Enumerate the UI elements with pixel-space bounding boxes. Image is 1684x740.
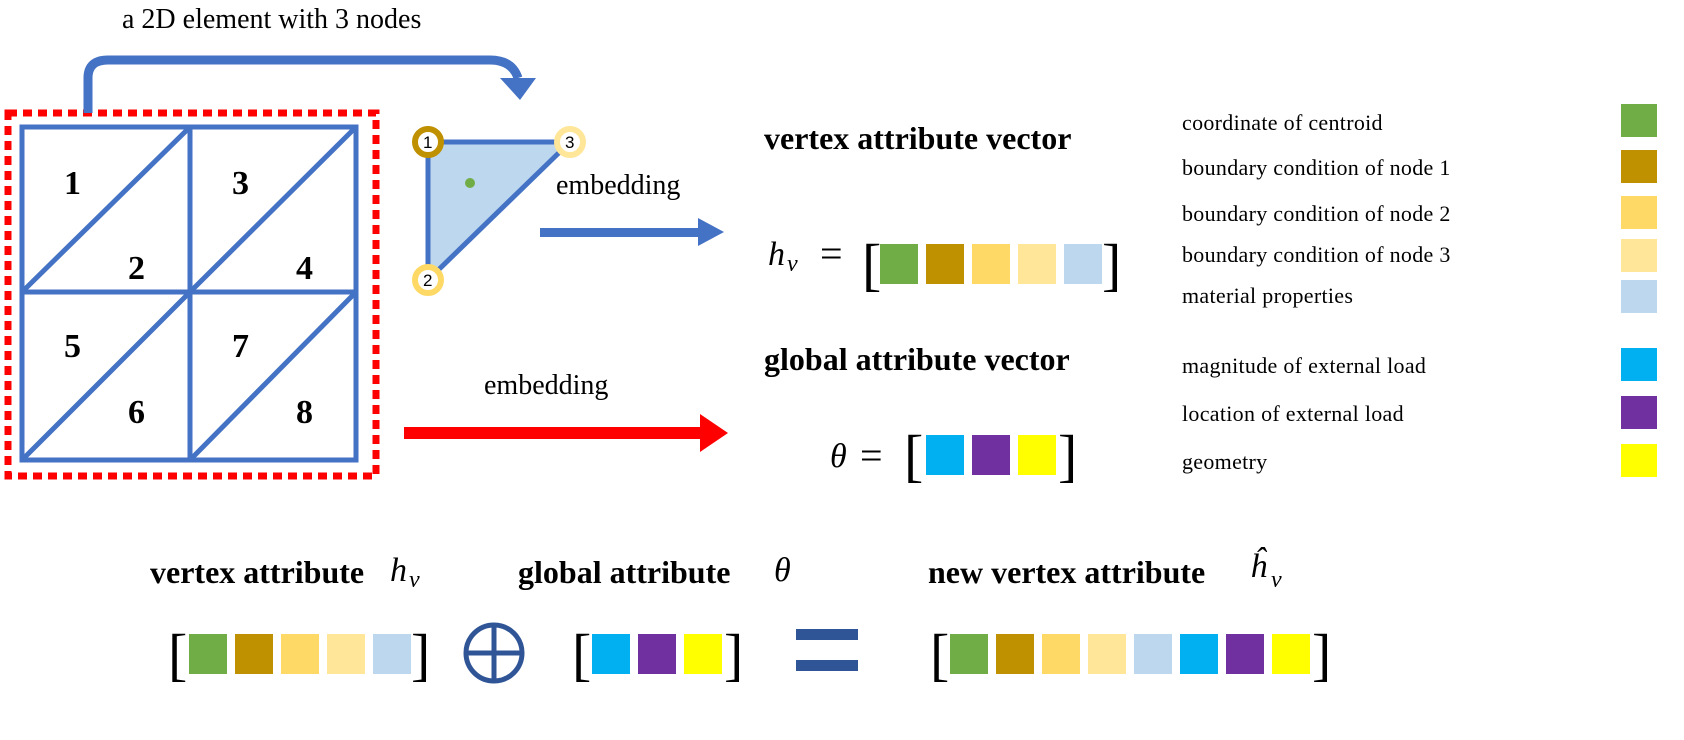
- legend-label-node3: boundary condition of node 3: [1182, 242, 1451, 267]
- bottom-global-swatch-1: [638, 634, 676, 674]
- vertex-heading: vertex attribute vector: [764, 120, 1072, 156]
- legend-swatch-load-location: [1621, 396, 1657, 429]
- global-open-bracket: [: [904, 423, 924, 488]
- bottom-vertex-close-bracket: ]: [411, 622, 431, 687]
- element-number-3: 3: [232, 165, 249, 202]
- bottom-vertex-swatch-0: [189, 634, 227, 674]
- bottom-new-swatch-6: [1226, 634, 1264, 674]
- bottom-new-open-bracket: [: [930, 622, 950, 687]
- bottom-new-subscript: v: [1271, 567, 1282, 593]
- global-swatch-0: [926, 435, 964, 475]
- vertex-swatch-0: [880, 244, 918, 284]
- bottom-vertex-open-bracket: [: [168, 622, 188, 687]
- curved-arrow: [83, 55, 523, 113]
- vertex-embedding-label: embedding: [556, 170, 681, 201]
- global-symbol: θ: [830, 438, 847, 475]
- node-2-label: 2: [423, 271, 433, 290]
- global-swatch-1: [972, 435, 1010, 475]
- vertex-equals: =: [820, 231, 843, 276]
- legend-label-load-magnitude: magnitude of external load: [1182, 353, 1427, 378]
- global-swatch-2: [1018, 435, 1056, 475]
- legend-label-node2: boundary condition of node 2: [1182, 201, 1451, 226]
- vertex-symbol: h: [768, 236, 785, 273]
- legend-swatch-centroid: [1621, 104, 1657, 137]
- bottom-global-text: global attribute: [518, 554, 731, 590]
- legend-label-centroid: coordinate of centroid: [1182, 110, 1383, 135]
- bottom-global-symbol: θ: [774, 552, 791, 589]
- global-equals: =: [860, 433, 883, 478]
- bottom-new-close-bracket: ]: [1312, 622, 1332, 687]
- legend-label-material: material properties: [1182, 283, 1354, 308]
- mesh-grid: [19, 124, 359, 463]
- element-number-8: 8: [296, 394, 313, 431]
- node-1-circle: [412, 126, 444, 158]
- node-3-circle: [554, 126, 586, 158]
- bottom-new-swatch-0: [950, 634, 988, 674]
- vertex-swatch-2: [972, 244, 1010, 284]
- legend-swatch-node2: [1621, 196, 1657, 229]
- bottom-global-close-bracket: ]: [724, 622, 744, 687]
- vertex-embedding-arrow: [540, 218, 724, 246]
- bottom-new-swatch-4: [1134, 634, 1172, 674]
- vertex-open-bracket: [: [862, 232, 882, 297]
- centroid-dot: [465, 178, 475, 188]
- global-close-bracket: ]: [1058, 423, 1078, 488]
- bottom-global-swatch-2: [684, 634, 722, 674]
- bottom-new-swatch-5: [1180, 634, 1218, 674]
- mesh-caption: a 2D element with 3 nodes: [122, 4, 422, 35]
- bottom-vertex-swatch-4: [373, 634, 411, 674]
- element-number-4: 4: [296, 250, 313, 287]
- global-embedding-arrow: [404, 414, 728, 452]
- bottom-vertex-swatch-1: [235, 634, 273, 674]
- vertex-swatch-4: [1064, 244, 1102, 284]
- global-heading: global attribute vector: [764, 341, 1070, 377]
- element-number-5: 5: [64, 328, 81, 365]
- vertex-subscript: v: [787, 251, 798, 277]
- bottom-vertex-swatch-2: [281, 634, 319, 674]
- legend-label-geometry: geometry: [1182, 449, 1268, 474]
- element-number-2: 2: [128, 250, 145, 287]
- legend-swatch-node3: [1621, 239, 1657, 272]
- node-1-label: 1: [423, 133, 433, 152]
- vertex-swatch-3: [1018, 244, 1056, 284]
- bottom-vertex-subscript: v: [409, 567, 420, 593]
- bottom-new-text: new vertex attribute: [928, 554, 1206, 590]
- legend-swatch-load-magnitude: [1621, 348, 1657, 381]
- legend-label-load-location: location of external load: [1182, 401, 1404, 426]
- bottom-new-swatch-2: [1042, 634, 1080, 674]
- legend-label-node1: boundary condition of node 1: [1182, 155, 1451, 180]
- bottom-new-swatch-1: [996, 634, 1034, 674]
- legend-swatch-node1: [1621, 150, 1657, 183]
- element-number-7: 7: [232, 328, 249, 365]
- equals-operator-icon: [796, 629, 858, 671]
- mesh-selection-box: [4, 109, 380, 480]
- vertex-close-bracket: ]: [1102, 232, 1122, 297]
- node-2-circle: [412, 264, 444, 296]
- bottom-vertex-symbol: h: [390, 552, 407, 589]
- element-number-1: 1: [64, 165, 81, 202]
- bottom-global-open-bracket: [: [572, 622, 592, 687]
- element-number-6: 6: [128, 394, 145, 431]
- bottom-new-swatch-3: [1088, 634, 1126, 674]
- legend-swatch-geometry: [1621, 444, 1657, 477]
- bottom-new-swatch-7: [1272, 634, 1310, 674]
- bottom-vertex-text: vertex attribute: [150, 554, 365, 590]
- triangle-element: [425, 139, 573, 283]
- concat-operator-icon: [463, 622, 525, 684]
- vertex-swatch-1: [926, 244, 964, 284]
- global-embedding-label: embedding: [484, 370, 609, 401]
- bottom-vertex-swatch-3: [327, 634, 365, 674]
- bottom-global-swatch-0: [592, 634, 630, 674]
- bottom-new-symbol: ĥ: [1250, 548, 1267, 585]
- legend-swatch-material: [1621, 280, 1657, 313]
- node-3-label: 3: [565, 133, 575, 152]
